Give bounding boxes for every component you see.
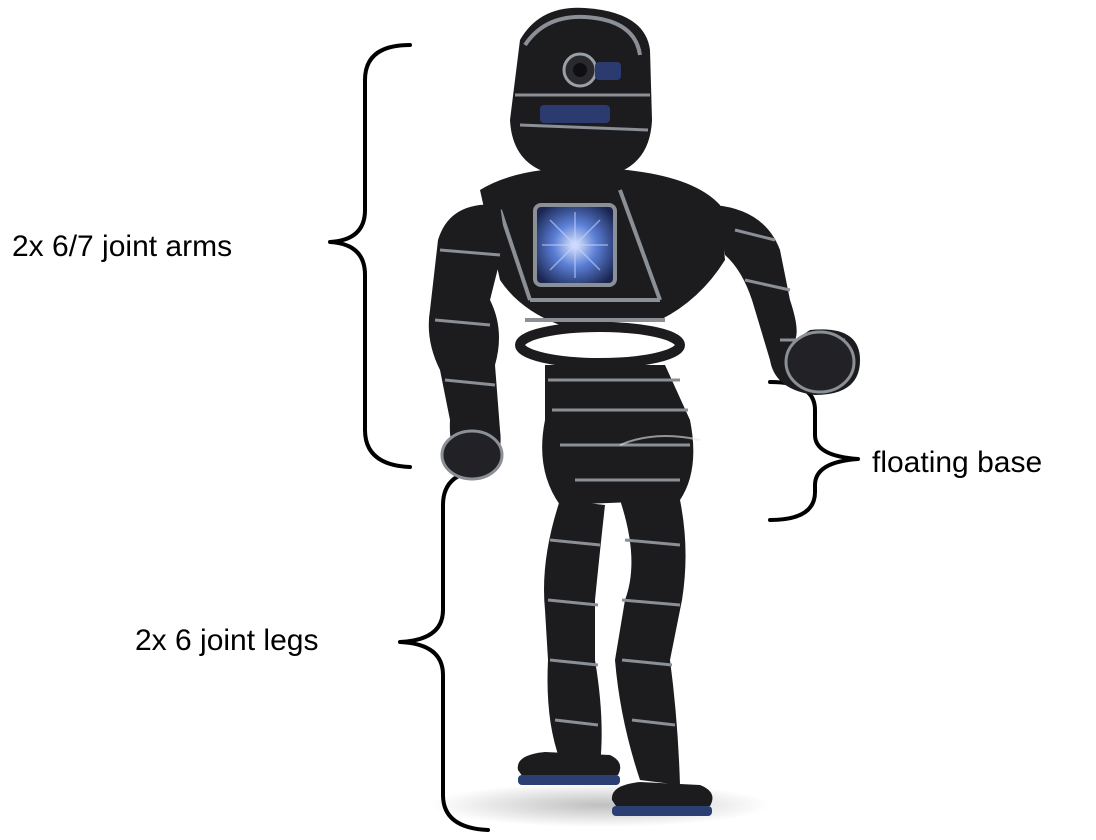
robot-left-leg — [518, 500, 621, 785]
humanoid-robot-icon — [429, 8, 860, 827]
label-floating-base: floating base — [872, 448, 1042, 478]
label-legs: 2x 6 joint legs — [135, 626, 318, 656]
label-arms: 2x 6/7 joint arms — [12, 232, 232, 262]
bracket-legs — [400, 470, 488, 830]
bracket-arms — [330, 45, 410, 467]
robot-head — [510, 8, 652, 175]
robot-pelvis — [520, 327, 700, 505]
robot-left-arm — [429, 204, 505, 479]
bracket-base — [770, 382, 858, 520]
robot-torso — [480, 168, 725, 325]
robot-right-leg — [612, 500, 713, 816]
robot-right-arm — [715, 205, 860, 395]
